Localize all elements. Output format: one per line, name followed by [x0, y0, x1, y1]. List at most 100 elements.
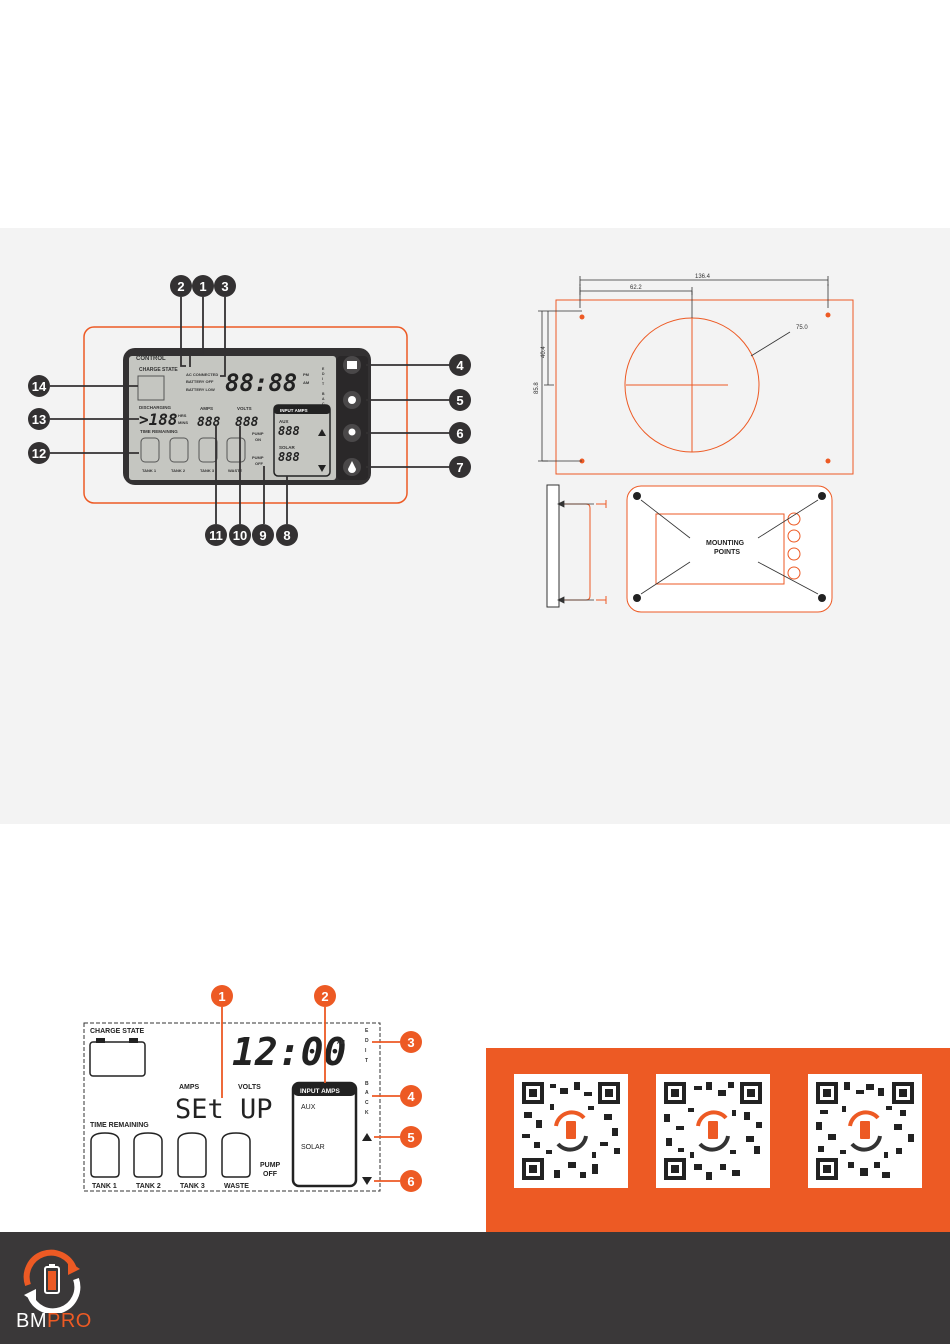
- setup-callout-1: 1: [211, 985, 233, 1007]
- setup-input-amps: INPUT AMPS: [300, 1088, 341, 1095]
- callout-1: 1: [192, 275, 214, 297]
- lcd-pump-off-2: OFF: [255, 461, 264, 466]
- lcd-charge-state: CHARGE STATE: [139, 367, 178, 373]
- setup-callout-4: 4: [400, 1085, 422, 1107]
- lcd-hrs: HRS: [178, 413, 187, 418]
- dim-width-partial: 62.2: [630, 285, 642, 291]
- lcd-hours-value: >188: [139, 410, 178, 429]
- lcd-solar: SOLAR: [279, 445, 296, 450]
- setup-text: SEt UP: [175, 1094, 273, 1125]
- setup-clock: 12:00: [232, 1030, 346, 1074]
- callout-13: 13: [28, 408, 50, 430]
- brand-pro: PRO: [47, 1310, 92, 1332]
- setup-callout-2: 2: [314, 985, 336, 1007]
- setup-down-arrow-icon: [362, 1177, 372, 1185]
- lcd-input-amps: INPUT AMPS: [280, 408, 308, 413]
- callout-4: 4: [449, 354, 471, 376]
- lcd-pump-off-1: PUMP: [252, 455, 264, 460]
- callout-7: 7: [449, 456, 471, 478]
- callout-14: 14: [28, 375, 50, 397]
- lcd-brand: CONTROL: [136, 356, 166, 362]
- lcd-back-b: B: [322, 392, 325, 396]
- lcd-volts-label: VOLTS: [237, 406, 252, 411]
- callout-9: 9: [252, 524, 274, 546]
- lcd-time-remaining: TIME REMAINING: [140, 429, 178, 434]
- qr-code-1[interactable]: [514, 1074, 628, 1188]
- setup-callout-5: 5: [400, 1126, 422, 1148]
- setup-tank-1: TANK 1: [92, 1183, 117, 1190]
- battery-icon[interactable]: [347, 361, 357, 369]
- setup-callout-3: 3: [400, 1031, 422, 1053]
- brand-wordmark: BMPRO: [16, 1310, 92, 1333]
- lcd-back-c: C: [322, 402, 325, 406]
- footer-bar: [0, 1232, 950, 1344]
- lcd-edit-i: I: [322, 377, 323, 381]
- setup-callout-6: 6: [400, 1170, 422, 1192]
- lcd-status-ac: AC CONNECTED: [186, 372, 218, 377]
- setup-edit-t: T: [365, 1058, 368, 1064]
- setup-tank-2: TANK 2: [136, 1183, 161, 1190]
- lcd-status-off: BATTERY OFF: [186, 379, 214, 384]
- lcd-tank-1: TANK 1: [142, 468, 157, 473]
- setup-tank-3: TANK 3: [180, 1183, 205, 1190]
- lcd-edit-d: D: [322, 372, 325, 376]
- setup-back-k: K: [365, 1110, 369, 1116]
- qr-code-3[interactable]: [808, 1074, 922, 1188]
- setup-am: AM: [337, 1040, 345, 1046]
- setup-pump-off-2: OFF: [263, 1171, 278, 1178]
- setup-pump-off-1: PUMP: [260, 1162, 281, 1169]
- callout-3: 3: [214, 275, 236, 297]
- lcd-volts-value: 888: [235, 415, 259, 430]
- lcd-status-low: BATTERY LOW: [186, 387, 215, 392]
- lcd-back-a: A: [322, 397, 325, 401]
- lcd-clock: 88:88: [225, 369, 297, 397]
- setup-back-b: B: [365, 1081, 369, 1087]
- callout-2: 2: [170, 275, 192, 297]
- lcd-tank-waste: WASTE: [228, 468, 243, 473]
- lcd-pump-on-2: ON: [255, 437, 261, 442]
- lcd-amps-value: 888: [197, 415, 221, 430]
- lcd-front-diagram: CONTROL CHARGE STATE AC CONNECTED BATTER…: [50, 297, 450, 524]
- setup-diagram: CHARGE STATE 12:00 AM E D I T B A C K AM…: [83, 1007, 400, 1192]
- setup-battery-icon: [89, 1041, 146, 1077]
- lcd-pump-on-1: PUMP: [252, 431, 264, 436]
- setup-aux: AUX: [301, 1104, 316, 1111]
- lcd-tank-2: TANK 2: [171, 468, 186, 473]
- dim-width-total: 136.4: [695, 274, 711, 280]
- setup-amps-label: AMPS: [179, 1084, 200, 1091]
- brand-bm: BM: [16, 1310, 47, 1332]
- lcd-edit-e: E: [322, 367, 325, 371]
- lcd-discharging: DISCHARGING: [139, 405, 172, 410]
- lcd-aux: AUX: [279, 419, 289, 424]
- setup-time-remaining: TIME REMAINING: [90, 1122, 149, 1129]
- setup-edit-i: I: [365, 1048, 367, 1054]
- lcd-amps-label: AMPS: [200, 406, 213, 411]
- callout-6: 6: [449, 422, 471, 444]
- lcd-aux-value: 888: [278, 424, 300, 438]
- lcd-edit-t: T: [322, 382, 325, 386]
- callout-12: 12: [28, 442, 50, 464]
- lcd-am: AM: [303, 380, 310, 385]
- dim-height-total: 85.8: [534, 382, 540, 394]
- dim-radius: 75.0: [796, 325, 808, 331]
- lcd-tank-3: TANK 3: [200, 468, 215, 473]
- callout-5: 5: [449, 389, 471, 411]
- setup-volts-label: VOLTS: [238, 1084, 261, 1091]
- setup-edit-d: D: [365, 1038, 369, 1044]
- bmpro-battery-logo-icon: [23, 1249, 81, 1313]
- callout-8: 8: [276, 524, 298, 546]
- callout-11: 11: [205, 524, 227, 546]
- setup-tank-waste: WASTE: [224, 1183, 249, 1190]
- lcd-mins: MINS: [178, 420, 188, 425]
- mounting-points-line1: MOUNTING: [706, 540, 745, 547]
- setup-back-c: C: [365, 1100, 369, 1106]
- setup-up-arrow-icon: [362, 1133, 372, 1141]
- dim-height-partial: 40.4: [541, 346, 547, 358]
- setup-back-a: A: [365, 1090, 369, 1096]
- qr-panel: [486, 1048, 950, 1232]
- mounting-points-line2: POINTS: [714, 549, 740, 556]
- setup-edit-e: E: [365, 1028, 369, 1034]
- callout-10: 10: [229, 524, 251, 546]
- setup-solar: SOLAR: [301, 1144, 325, 1151]
- qr-code-2[interactable]: [656, 1074, 770, 1188]
